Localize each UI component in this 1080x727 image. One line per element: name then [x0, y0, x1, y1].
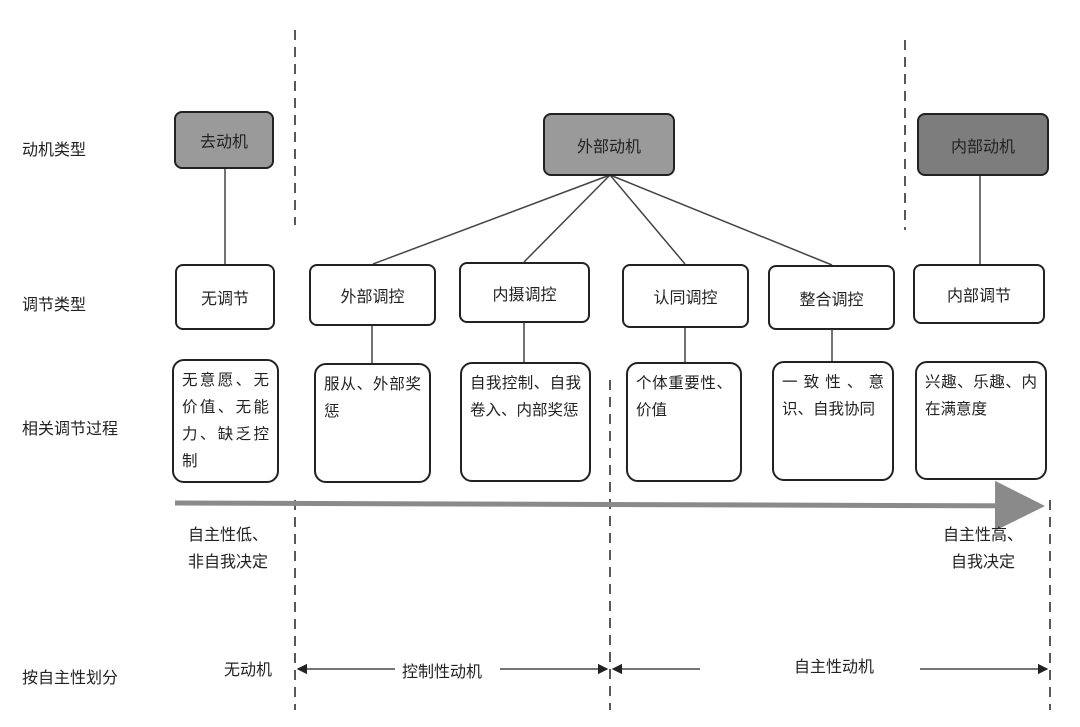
regulation-box-integrated: 整合调控: [768, 265, 895, 330]
row-label-process: 相关调节过程: [22, 419, 119, 438]
motivation-box-amotivation: 去动机: [174, 111, 274, 169]
continuum-low-line2: 非自我决定: [187, 552, 268, 571]
division-none-label: 无动机: [218, 656, 279, 680]
row-label-division: 按自主性划分: [22, 668, 119, 687]
process-box-identified: 个体重要性、价值: [626, 362, 742, 482]
row-label-regulation-type: 调节类型: [22, 295, 87, 314]
process-box-intrinsic: 兴趣、乐趣、内在满意度: [915, 361, 1047, 480]
connector-extrinsic-integrated: [609, 174, 833, 266]
row-label-motivation-type: 动机类型: [22, 140, 87, 159]
division-autonomous-label: 自主性动机: [788, 653, 881, 677]
regulation-box-introjected: 内摄调控: [459, 262, 590, 323]
continuum-arrow: [174, 480, 1045, 531]
regulation-box-intrinsic: 内部调节: [913, 264, 1045, 324]
regulation-box-external: 外部调控: [309, 264, 436, 326]
continuum-high-line1: 自主性高、: [942, 525, 1023, 544]
connector-extrinsic-identified: [609, 174, 686, 265]
continuum-high-label: 自主性高、 自我决定: [928, 521, 1038, 575]
continuum-low-label: 自主性低、 非自我决定: [173, 521, 283, 575]
process-box-integrated: 一致性、意识、自我协同: [772, 361, 894, 481]
motivation-box-intrinsic: 内部动机: [917, 113, 1049, 176]
connector-extrinsic-introjected: [523, 174, 611, 263]
regulation-box-identified: 认同调控: [622, 264, 749, 328]
motivation-box-extrinsic: 外部动机: [543, 113, 675, 176]
process-box-introjected: 自我控制、自我卷入、内部奖惩: [460, 362, 591, 482]
process-box-external: 服从、外部奖惩: [314, 363, 431, 483]
connector-extrinsic-external: [372, 174, 611, 265]
continuum-low-line1: 自主性低、: [187, 525, 268, 544]
division-controlled-label: 控制性动机: [396, 658, 489, 682]
continuum-high-line2: 自我决定: [950, 552, 1015, 571]
process-box-none: 无意愿、无价值、无能力、缺乏控制: [172, 359, 279, 483]
regulation-box-none: 无调节: [175, 264, 275, 330]
